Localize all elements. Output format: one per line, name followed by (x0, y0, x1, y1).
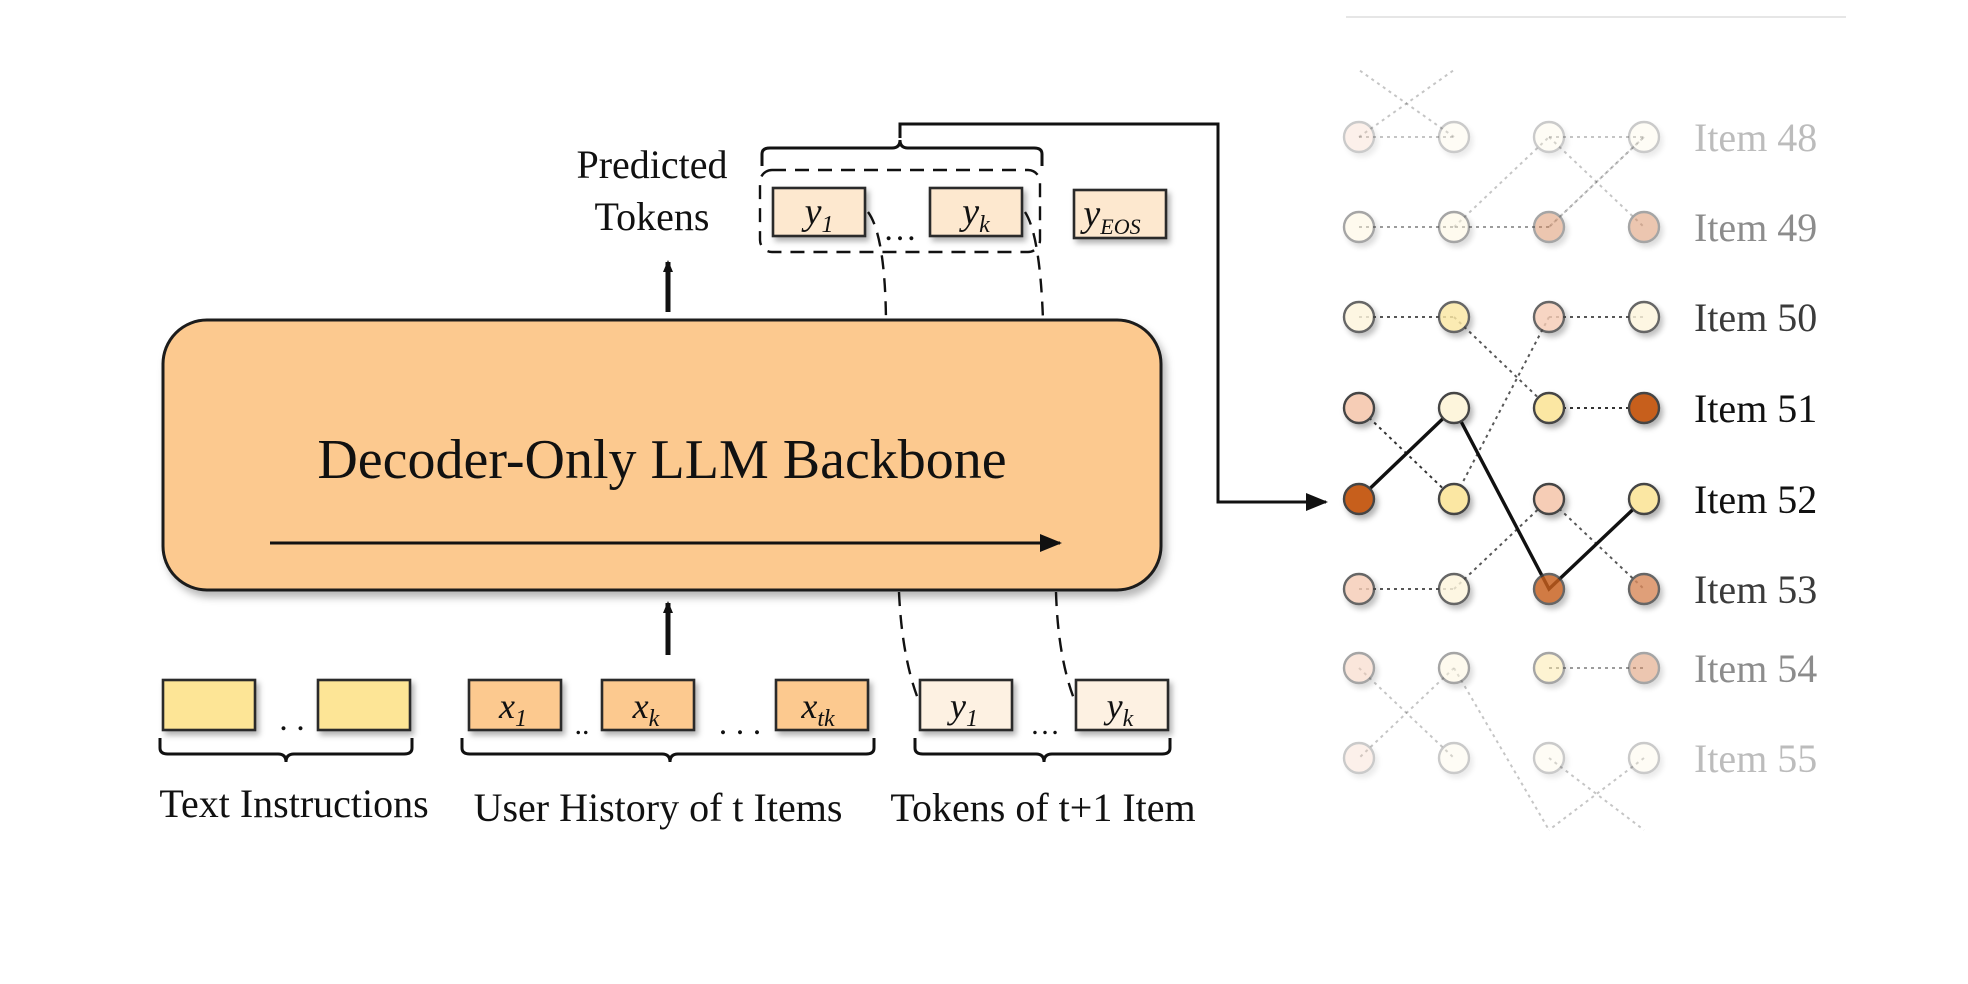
lattice-dotted-edge (1358, 667, 1455, 759)
item-lattice: Item 48 Item 49 Item 50 Item 51 Item 52 Item … (1342, 69, 1817, 831)
lattice-node (1342, 210, 1376, 244)
lattice-node (1532, 482, 1566, 516)
lattice-dotted-edge (1548, 136, 1645, 228)
lattice-dotted-edge (1453, 136, 1550, 228)
next-ellipsis: … (1030, 708, 1060, 741)
lattice-node (1627, 120, 1661, 154)
item-label: Item 53 (1694, 567, 1817, 612)
backbone-title: Decoder-Only LLM Backbone (317, 429, 1006, 491)
routing-arrow (898, 122, 1328, 511)
instruction-token-2 (316, 678, 412, 732)
lattice-node (1342, 120, 1376, 154)
history-ellipsis-1: .. (575, 708, 590, 741)
lattice-node (1342, 572, 1376, 606)
lattice-node (1627, 651, 1661, 685)
lattice-node (1627, 210, 1661, 244)
history-token-xtk-label: xtk (800, 686, 835, 732)
predicted-token-yeos-label: yEOS (1079, 193, 1140, 239)
lattice-node (1627, 572, 1661, 606)
lattice-dotted-edge (1358, 667, 1455, 759)
history-token-x1 (467, 678, 563, 732)
user-history-label: User History of t Items (474, 785, 843, 830)
text-instructions-label: Text Instructions (159, 781, 428, 826)
lattice-node (1627, 300, 1661, 334)
instruction-token-1 (161, 678, 257, 732)
next-item-label: Tokens of t+1 Item (890, 785, 1195, 830)
lattice-node (1532, 741, 1566, 775)
lattice-node (1437, 651, 1471, 685)
lattice-node (1532, 572, 1566, 606)
lattice-node (1437, 572, 1471, 606)
next-token-y1 (918, 678, 1014, 732)
lattice-dotted-edge (1358, 69, 1455, 138)
predicted-token-y1-label: y1 (801, 191, 834, 238)
lattice-node (1437, 210, 1471, 244)
lattice-node (1532, 210, 1566, 244)
lattice-node (1342, 391, 1376, 425)
predicted-label-line1: Predicted (576, 142, 727, 187)
lattice-node (1342, 300, 1376, 334)
instruction-ellipsis: . . (279, 701, 305, 738)
lattice-node (1437, 300, 1471, 334)
lattice-dotted-edge (1548, 136, 1645, 228)
llm-backbone-box (161, 318, 1163, 592)
lattice-node (1627, 741, 1661, 775)
item-label: Item 55 (1694, 736, 1817, 781)
predicted-connector-left (867, 211, 888, 321)
item-label: Item 54 (1694, 646, 1817, 691)
lattice-dotted-edge (1548, 757, 1645, 831)
lattice-dotted-edge (1548, 136, 1645, 228)
lattice-node (1627, 482, 1661, 516)
lattice-dotted-edge (1453, 498, 1550, 590)
lattice-node (1342, 482, 1376, 516)
item-label: Item 52 (1694, 477, 1817, 522)
lattice-node (1437, 391, 1471, 425)
predicted-label-line2: Tokens (595, 194, 710, 239)
lattice-node (1437, 482, 1471, 516)
lattice-dotted-edge (1358, 69, 1455, 138)
next-token-y1-label: y1 (947, 686, 978, 732)
item-label: Item 50 (1694, 295, 1817, 340)
next-token-yk-label: yk (1104, 686, 1134, 732)
item-label: Item 48 (1694, 115, 1817, 160)
lattice-node (1342, 741, 1376, 775)
lattice-dotted-edge (1453, 316, 1550, 409)
lattice-dotted-edge (1453, 667, 1550, 831)
lattice-node (1532, 651, 1566, 685)
next-connector-right (1054, 591, 1078, 705)
lattice-node (1437, 120, 1471, 154)
predicted-group-dashed-box (758, 168, 1042, 254)
item-label: Item 49 (1694, 205, 1817, 250)
history-ellipsis-2: . . . (719, 705, 762, 742)
history-token-xtk (774, 678, 870, 732)
history-token-xk-label: xk (632, 686, 660, 732)
predicted-connector-right (1023, 211, 1045, 321)
lattice-node (1342, 651, 1376, 685)
lattice-dotted-edge (1548, 757, 1645, 831)
lattice-node (1627, 391, 1661, 425)
predicted-brace (760, 139, 1044, 166)
history-brace (460, 738, 876, 763)
lattice-node (1532, 391, 1566, 425)
predicted-token-yeos (1072, 188, 1168, 240)
next-connector-left (897, 591, 922, 705)
next-item-brace (913, 738, 1172, 763)
history-token-xk (600, 678, 696, 732)
lattice-node (1437, 741, 1471, 775)
predicted-token-y1 (771, 186, 867, 238)
instruction-brace (158, 738, 414, 763)
item-label: Item 51 (1694, 386, 1817, 431)
predicted-token-yk (928, 186, 1024, 238)
next-token-yk (1074, 678, 1170, 732)
lattice-selected-path (1357, 405, 1646, 592)
lattice-node (1532, 300, 1566, 334)
predicted-token-yk-label: yk (958, 191, 990, 238)
predicted-ellipsis: … (883, 211, 917, 248)
history-token-x1-label: x1 (498, 686, 527, 732)
lattice-node (1532, 120, 1566, 154)
